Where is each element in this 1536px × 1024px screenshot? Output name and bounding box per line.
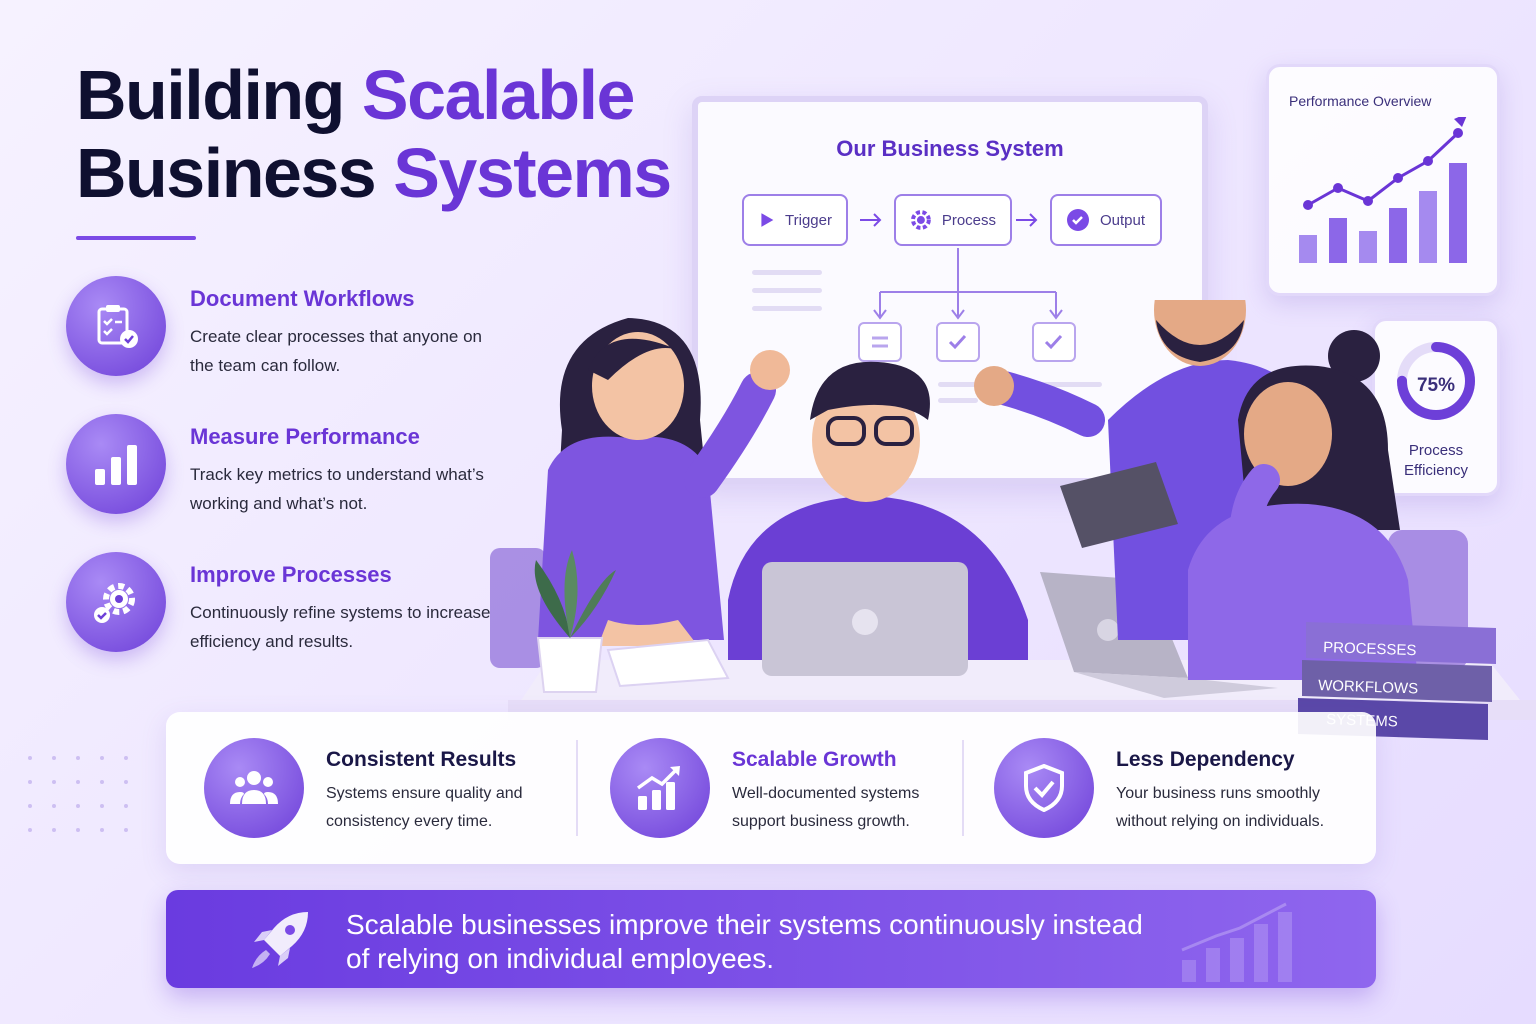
feature-title: Document Workflows (190, 286, 415, 311)
whiteboard-line (752, 306, 822, 311)
potted-plant (534, 550, 616, 693)
benefit-title: Consistent Results (326, 748, 517, 771)
checkbox-icon (1032, 322, 1076, 362)
title-word: Business (76, 134, 377, 212)
process-efficiency-card: 75% Process Efficiency (1372, 318, 1500, 496)
title-accent-word: Systems (393, 134, 672, 212)
shield-check-icon (994, 738, 1094, 838)
performance-point (1363, 196, 1373, 206)
flow-branch-connector (873, 248, 1063, 320)
whiteboard-line (1032, 382, 1102, 387)
flow-step-label: Process (941, 211, 996, 229)
performance-bar (1299, 235, 1317, 263)
flow-step-output: Output (1050, 194, 1162, 246)
feature-document-workflows: Document Workflows Create clear processe… (66, 276, 506, 386)
benefit-description: Well-documented systems support business… (732, 785, 920, 830)
performance-overview-card: Performance Overview (1266, 64, 1500, 296)
check-circle-icon (1067, 209, 1089, 231)
performance-point (1333, 183, 1343, 193)
page-title: Building Scalable Business Systems (76, 56, 672, 212)
whiteboard-title: Our Business System (836, 136, 1064, 161)
performance-bar (1359, 231, 1377, 263)
banner-text: Scalable businesses improve their system… (346, 909, 1143, 974)
divider (576, 740, 578, 836)
book-label: PROCESSES (1323, 639, 1417, 659)
users-icon (204, 738, 304, 838)
summary-banner: Scalable businesses improve their system… (166, 890, 1376, 988)
divider (962, 740, 964, 836)
performance-bar (1449, 163, 1467, 263)
arrow-right-icon (860, 213, 882, 227)
benefit-description: Systems ensure quality and consistency e… (326, 785, 523, 830)
flow-step-process: Process (894, 194, 1012, 246)
growth-chart-watermark-icon (1181, 902, 1292, 982)
person-man-with-laptop (728, 361, 1028, 676)
efficiency-label-line: Efficiency (1404, 462, 1468, 479)
feature-title: Measure Performance (190, 424, 420, 449)
benefits-panel: Consistent Results Systems ensure qualit… (166, 712, 1376, 864)
title-word: Building (76, 56, 345, 134)
checkbox-icon (936, 322, 980, 362)
benefit-title: Scalable Growth (732, 748, 897, 771)
trend-arrow-icon (1454, 117, 1467, 127)
team-meeting-illustration: PROCESSES WORKFLOWS SYSTEMS (490, 300, 1536, 740)
flow-step-trigger: Trigger (742, 194, 848, 246)
performance-chart (1299, 117, 1467, 263)
whiteboard-line (752, 288, 822, 293)
feature-description: Continuously refine systems to increase … (190, 603, 491, 651)
title-underline (76, 236, 196, 240)
performance-point (1453, 128, 1463, 138)
arrow-right-icon (1016, 213, 1038, 227)
efficiency-value: 75% (1416, 375, 1456, 396)
performance-bar (1329, 218, 1347, 263)
clipboard-check-icon (66, 276, 166, 376)
gear-icon (66, 552, 166, 652)
performance-bar (1389, 208, 1407, 263)
feature-measure-performance: Measure Performance Track key metrics to… (66, 414, 506, 524)
whiteboard-line (938, 398, 978, 403)
gear-icon (910, 210, 931, 230)
performance-point (1423, 156, 1433, 166)
performance-bar (1419, 191, 1437, 263)
efficiency-donut (1397, 342, 1475, 420)
benefit-title: Less Dependency (1116, 748, 1295, 771)
whiteboard-line (752, 270, 822, 275)
whiteboard-line (938, 382, 988, 387)
flow-step-label: Trigger (785, 211, 832, 229)
feature-description: Track key metrics to understand what’s w… (190, 465, 484, 513)
performance-point (1303, 200, 1313, 210)
feature-title: Improve Processes (190, 562, 392, 587)
bar-chart-icon (66, 414, 166, 514)
efficiency-label: Process Efficiency (1375, 441, 1497, 481)
flow-step-label: Output (1100, 211, 1146, 229)
feature-description: Create clear processes that anyone on th… (190, 327, 483, 375)
growth-chart-icon (610, 738, 710, 838)
rocket-icon (252, 912, 308, 968)
list-doc-icon (858, 322, 902, 362)
feature-improve-processes: Improve Processes Continuously refine sy… (66, 552, 506, 662)
decorative-dots (28, 756, 128, 832)
efficiency-label-line: Process (1408, 442, 1464, 459)
book-label: WORKFLOWS (1318, 677, 1419, 697)
title-accent-word: Scalable (361, 56, 636, 134)
performance-title: Performance Overview (1289, 93, 1432, 109)
performance-point (1393, 173, 1403, 183)
benefit-description: Your business runs smoothly without rely… (1116, 785, 1325, 830)
person-woman-pointing (538, 318, 790, 646)
performance-trend-line (1307, 131, 1460, 207)
play-icon (761, 213, 774, 227)
